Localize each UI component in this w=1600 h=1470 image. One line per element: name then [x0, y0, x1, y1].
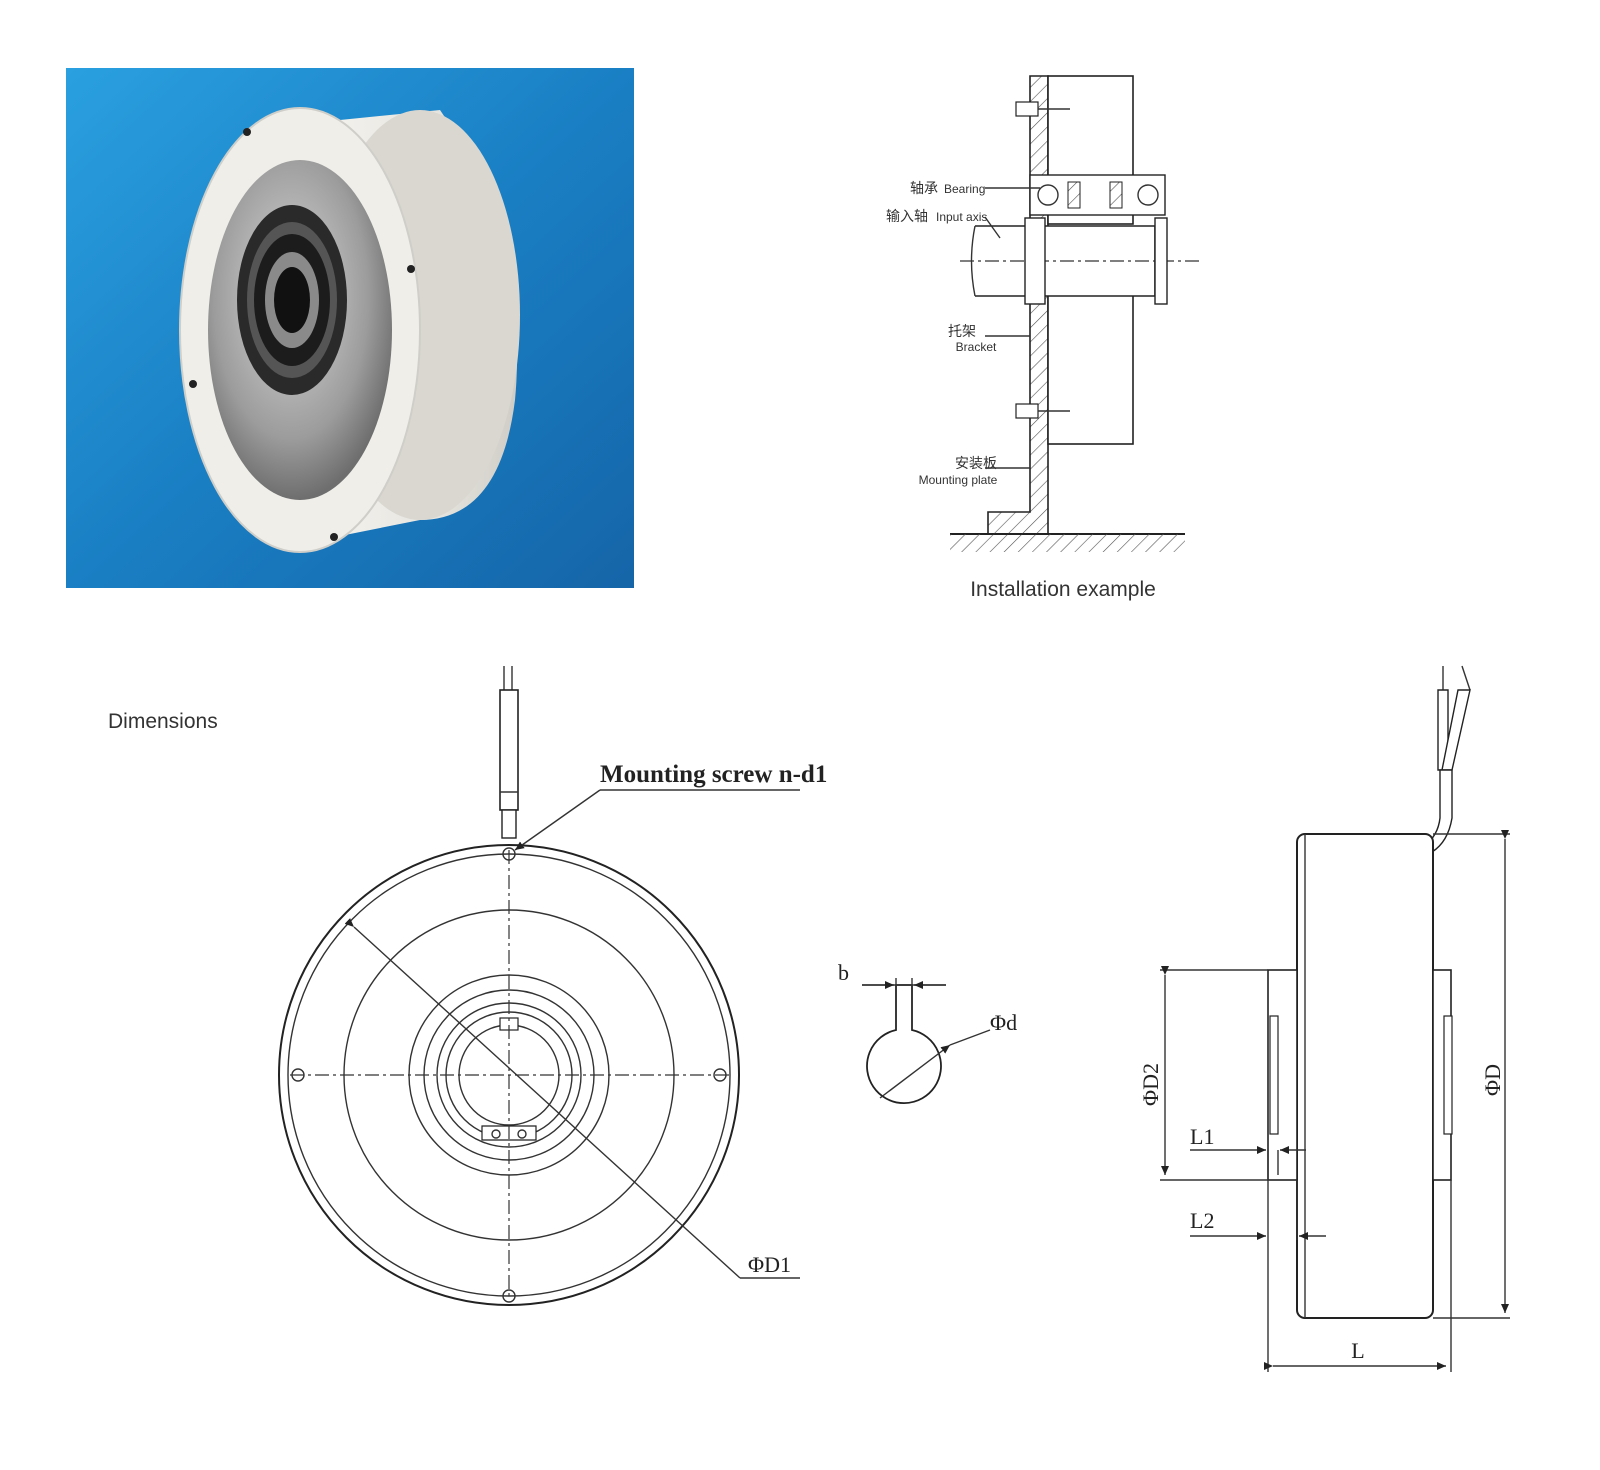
bolt-top [1015, 101, 1039, 117]
product-photo [66, 68, 634, 588]
installation-caption: Installation example [970, 578, 1156, 601]
front-view: ΦD1 Mounting screw n-d1 [278, 666, 827, 1306]
b-label: b [838, 960, 849, 985]
side-body [1296, 833, 1434, 1319]
mount-hole-left [189, 380, 197, 388]
mounting-plate [987, 75, 1049, 535]
bolt-bottom [1015, 403, 1039, 419]
front-hole-left [291, 1068, 305, 1082]
bearing-block [1029, 174, 1166, 216]
front-hole-bottom [502, 1289, 516, 1303]
l1-label: L1 [1190, 1124, 1214, 1149]
input-label-cn: 输入轴 [886, 208, 928, 224]
mount-hole-bottom [330, 533, 338, 541]
key-detail: b Φd [838, 960, 1017, 1104]
plate-label-cn: 安装板 [955, 455, 997, 471]
bearing-label-cn: 轴承 [910, 180, 938, 196]
l2-label: L2 [1190, 1208, 1214, 1233]
plate-label-en: Mounting plate [919, 473, 998, 487]
d1-label: ΦD1 [748, 1252, 791, 1277]
mount-hole-top [243, 128, 251, 136]
d-label: Φd [990, 1010, 1017, 1035]
ground-hatch [950, 534, 1185, 552]
bracket-label-en: Bracket [956, 340, 997, 354]
input-label-en: Input axis [936, 210, 987, 224]
key-shaft-section [866, 984, 942, 1104]
installation-diagram: 轴承 Bearing 输入轴 Input axis 托架 Bracket 安装板… [886, 75, 1200, 601]
front-hole-right [713, 1068, 727, 1082]
shaft-bore [274, 267, 310, 333]
d-main-label: ΦD [1480, 1064, 1505, 1096]
bearing-label-en: Bearing [944, 182, 985, 196]
side-view: ΦD2 ΦD L1 L2 L [1138, 665, 1510, 1372]
screw-label: Mounting screw n-d1 [600, 761, 827, 788]
dimensions-title: Dimensions [108, 710, 218, 733]
mount-hole-right [407, 265, 415, 273]
d2-label: ΦD2 [1138, 1063, 1163, 1106]
hub-left [1267, 969, 1298, 1181]
outer-circle [278, 844, 740, 1306]
front-hole-top [502, 847, 516, 861]
bracket-label-cn: 托架 [948, 323, 976, 339]
l-label: L [1351, 1338, 1364, 1363]
